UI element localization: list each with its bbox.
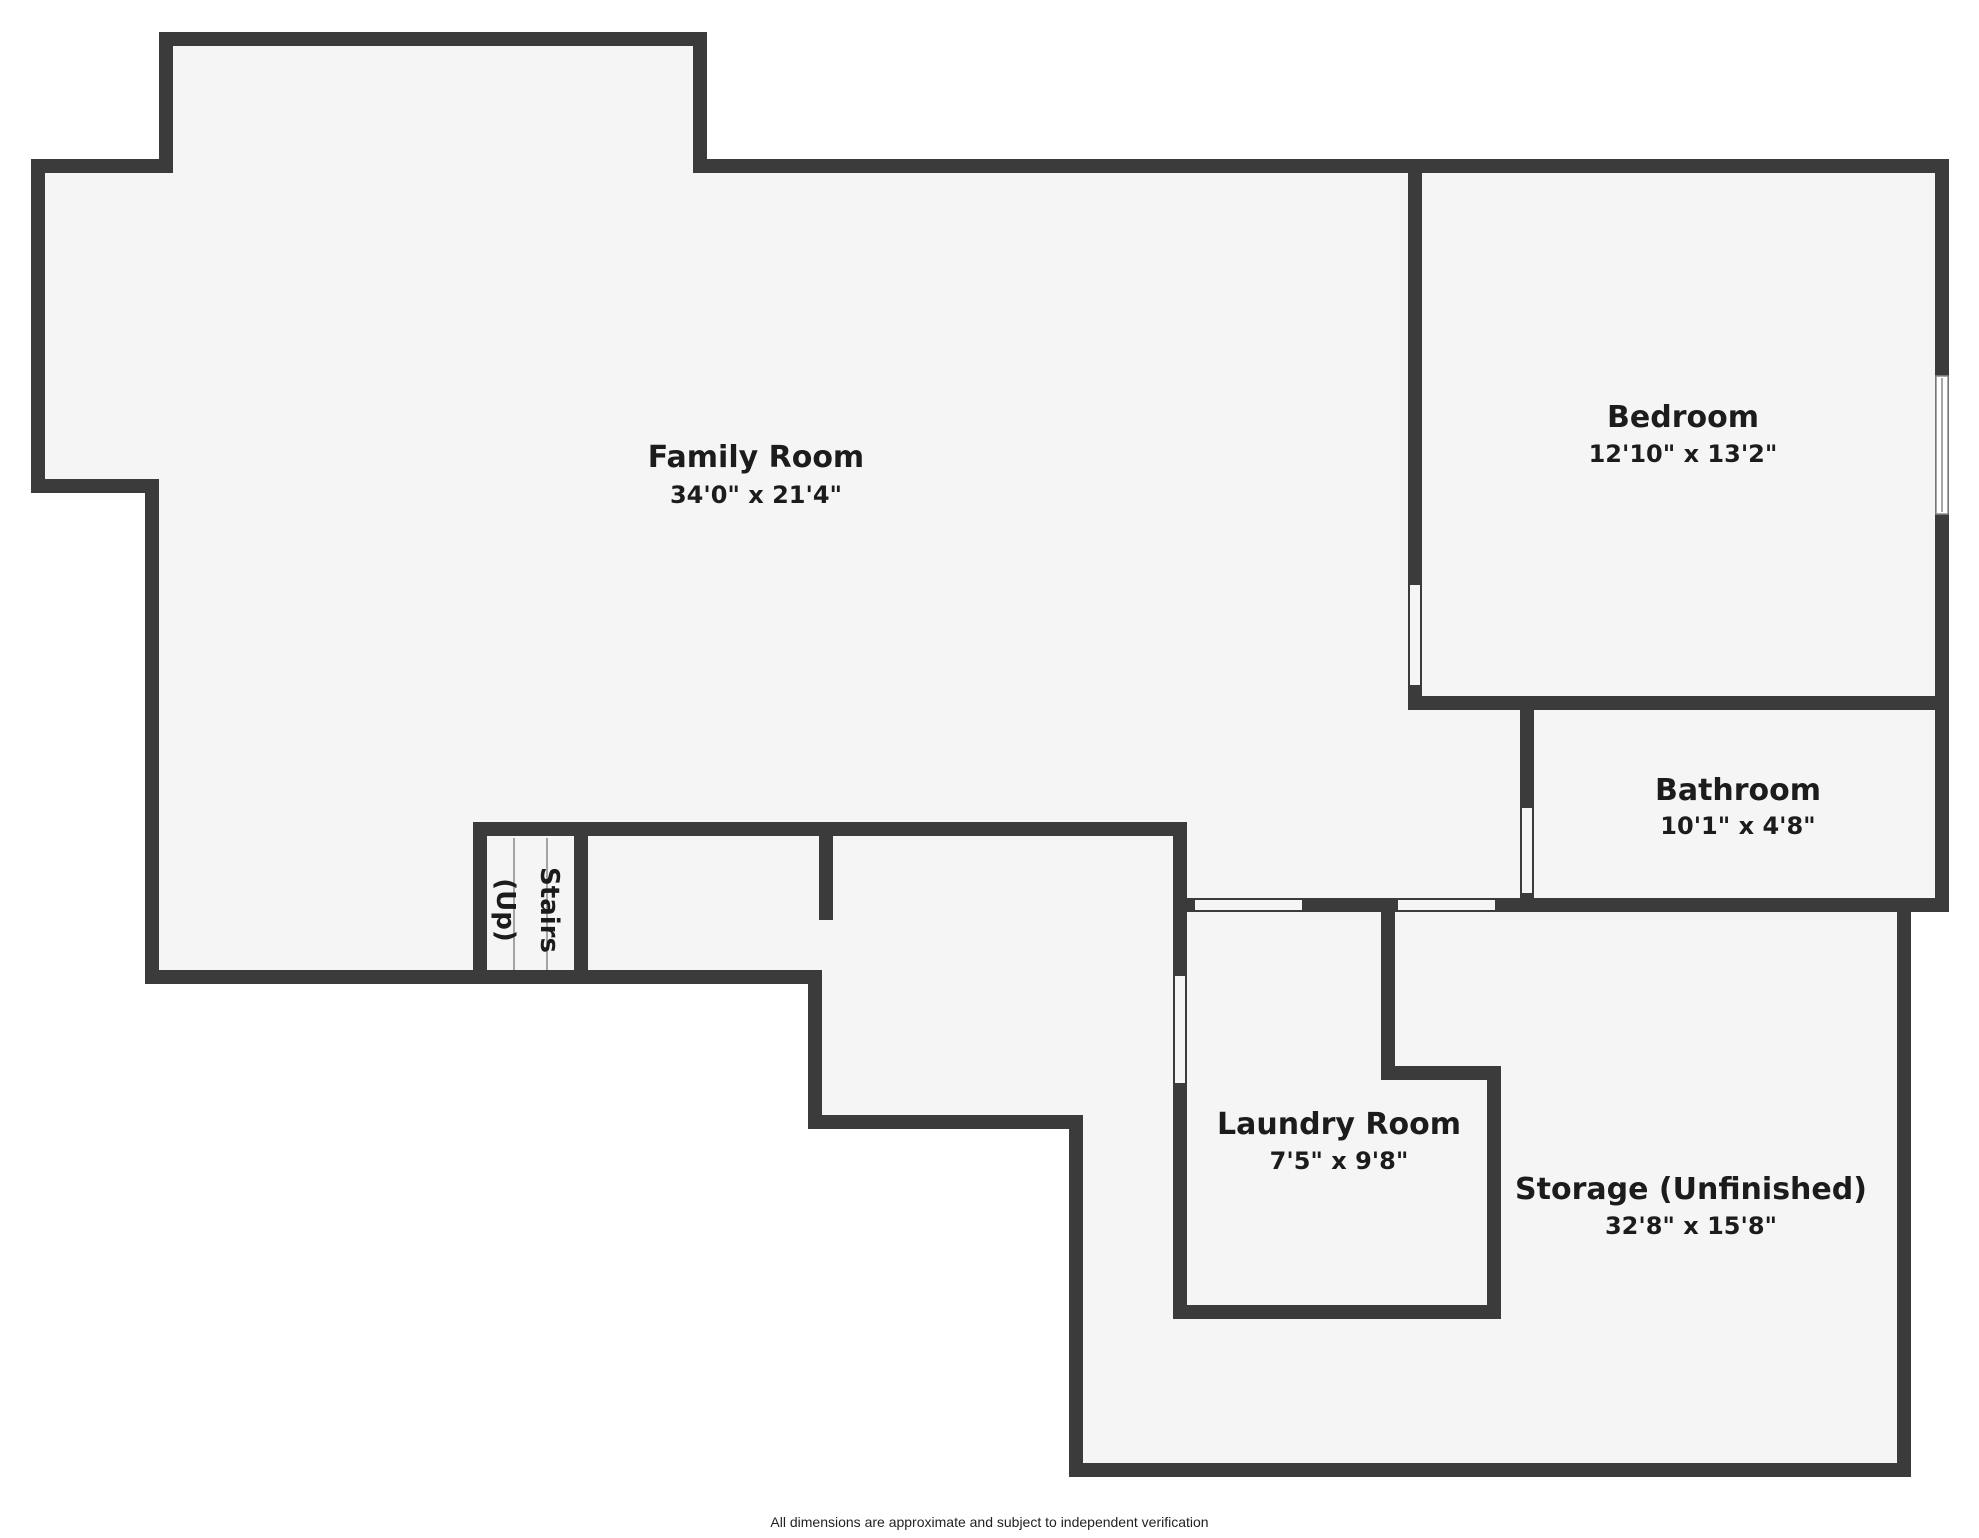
bathroom-name: Bathroom [1655,773,1821,808]
family-room-dims: 34'0" x 21'4" [670,481,842,509]
laundry-room-name: Laundry Room [1217,1107,1461,1142]
svg-text:Stairs: Stairs [534,867,564,953]
stairs-up-label: (Up) [490,878,520,942]
floor-area [38,39,1942,1470]
exterior-wall [31,32,1949,1477]
stair-treads [513,838,548,970]
bedroom-dims: 12'10" x 13'2" [1589,440,1778,468]
bathroom-dims: 10'1" x 4'8" [1660,812,1815,840]
laundry-room-wall [1173,898,1501,1319]
bedroom-window [1935,375,1949,515]
bedroom-name: Bedroom [1607,400,1759,435]
storage-name: Storage (Unfinished) [1515,1172,1867,1207]
bedroom-wall [1408,159,1949,710]
storage-dims: 32'8" x 15'8" [1605,1212,1777,1240]
svg-text:(Up): (Up) [490,878,520,942]
dimensions-disclaimer: All dimensions are approximate and subje… [770,1514,1209,1530]
stairs-label: Stairs [534,867,564,953]
stairs-enclosure-wall [473,822,588,984]
family-room-name: Family Room [648,440,864,475]
laundry-room-dims: 7'5" x 9'8" [1270,1147,1409,1175]
